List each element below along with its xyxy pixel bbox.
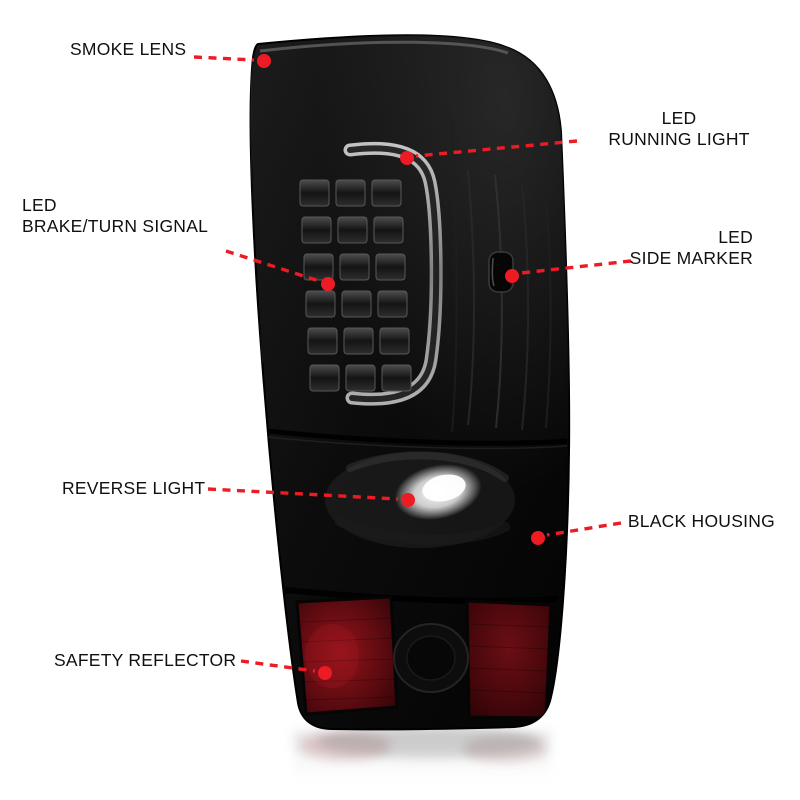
callout-dot-reverse-light xyxy=(401,493,415,507)
lens-divider-lower xyxy=(284,587,558,604)
callout-label-led-running-light: LED RUNNING LIGHT xyxy=(583,108,775,150)
callout-text: RUNNING LIGHT xyxy=(608,129,750,149)
callout-dot-led-brake-turn-signal xyxy=(321,277,335,291)
led-brake-turn-grid xyxy=(299,179,412,392)
top-edge-highlight xyxy=(259,40,509,55)
floor-reflection xyxy=(293,726,551,793)
callout-text: REVERSE LIGHT xyxy=(62,478,206,498)
leader-line-safety-reflector xyxy=(240,659,316,673)
callout-dot-led-side-marker xyxy=(505,269,519,283)
callout-label-safety-reflector: SAFETY REFLECTOR xyxy=(54,650,236,671)
callout-label-reverse-light: REVERSE LIGHT xyxy=(62,478,205,499)
safety-reflector-left xyxy=(295,595,399,716)
callout-label-led-brake-turn-signal: LED BRAKE/TURN SIGNAL xyxy=(22,195,208,237)
reverse-light-lens xyxy=(325,451,515,548)
lens-divider-upper xyxy=(257,427,568,446)
tail-light-housing xyxy=(249,34,571,731)
callout-label-smoke-lens: SMOKE LENS xyxy=(70,39,186,60)
callout-text: SIDE MARKER xyxy=(629,248,753,268)
callout-dots xyxy=(257,54,545,680)
callout-text: LED xyxy=(718,227,753,247)
leader-line-led-running-light xyxy=(415,139,578,158)
callout-dot-safety-reflector xyxy=(318,666,332,680)
inner-lens-division xyxy=(451,119,458,433)
callout-label-led-side-marker: LED SIDE MARKER xyxy=(630,227,753,269)
callout-dot-black-housing xyxy=(531,531,545,545)
callout-text: LED xyxy=(661,108,697,128)
safety-reflector-right xyxy=(465,599,553,720)
callout-text: SAFETY REFLECTOR xyxy=(54,650,237,670)
callout-dot-led-running-light xyxy=(400,151,414,165)
leader-line-black-housing xyxy=(546,521,622,537)
leader-line-smoke-lens xyxy=(193,55,255,62)
lens-ridges xyxy=(467,169,552,431)
callout-leaders xyxy=(193,55,632,673)
callout-text: BRAKE/TURN SIGNAL xyxy=(22,216,209,236)
mounting-knob xyxy=(393,623,469,693)
callout-text: SMOKE LENS xyxy=(70,39,187,59)
lens-divider-upper-glint xyxy=(257,435,568,450)
leader-line-led-brake-turn-signal xyxy=(225,249,320,283)
leader-line-led-side-marker xyxy=(520,259,632,275)
callout-label-black-housing: BLACK HOUSING xyxy=(628,511,775,532)
callout-text: BLACK HOUSING xyxy=(627,511,775,531)
callout-text: LED xyxy=(22,195,57,215)
callout-dot-smoke-lens xyxy=(257,54,271,68)
leader-line-reverse-light xyxy=(207,487,399,501)
